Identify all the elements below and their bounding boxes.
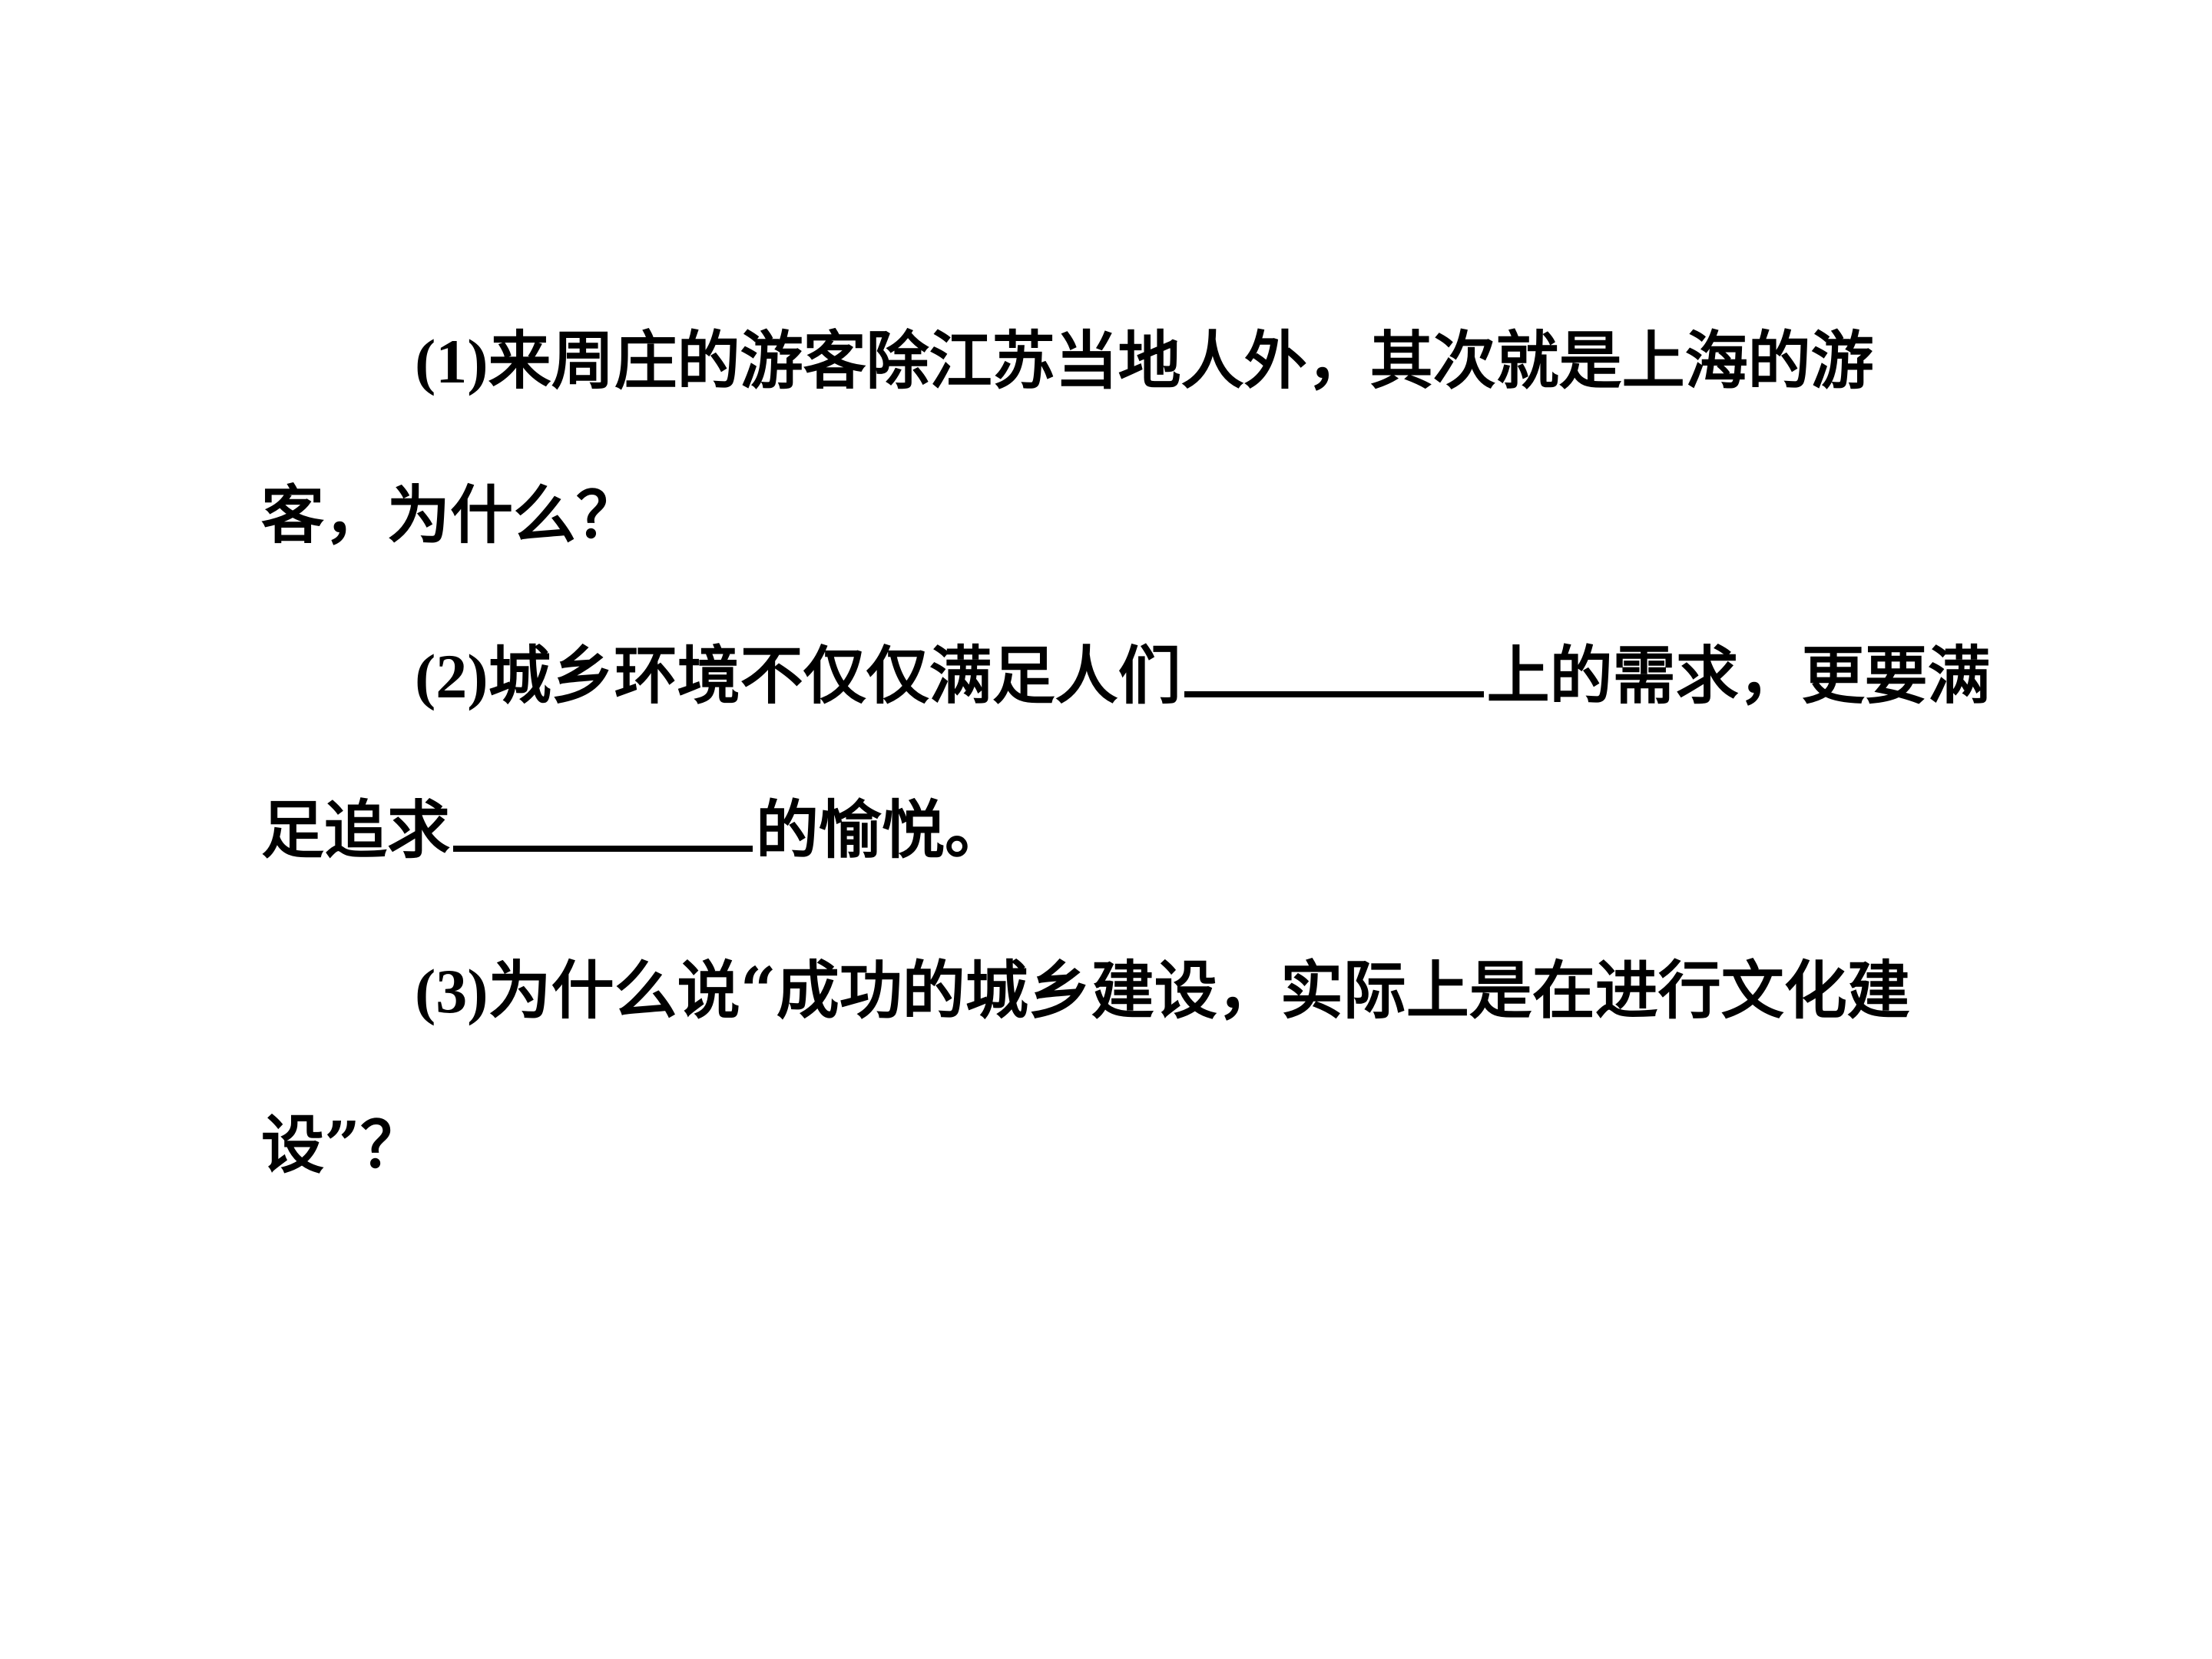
fill-in-blank-2[interactable] — [453, 784, 753, 852]
question-2-text-part-1: 城乡环境不仅仅满足人们 — [488, 639, 1181, 713]
question-2-text-part-2: 上的需求，更要满足追求 — [261, 639, 1991, 867]
question-3: (3)为什么说“成功的城乡建设，实际上是在进行文化建设”？ — [261, 914, 1997, 1222]
question-2: (2)城乡环境不仅仅满足人们上的需求，更要满足追求的愉悦。 — [261, 599, 1997, 907]
question-1: (1)来周庄的游客除江苏当地人外，其次就是上海的游客，为什么？ — [261, 284, 1997, 592]
question-1-text: 来周庄的游客除江苏当地人外，其次就是上海的游客，为什么？ — [261, 324, 1874, 552]
question-2-number: (2) — [415, 641, 488, 711]
fill-in-blank-1[interactable] — [1184, 630, 1484, 697]
question-1-number: (1) — [415, 326, 488, 396]
question-3-number: (3) — [415, 956, 488, 1026]
question-3-text: 为什么说“成功的城乡建设，实际上是在进行文化建设”？ — [261, 954, 1910, 1182]
question-2-text-part-3: 的愉悦。 — [756, 793, 1008, 867]
